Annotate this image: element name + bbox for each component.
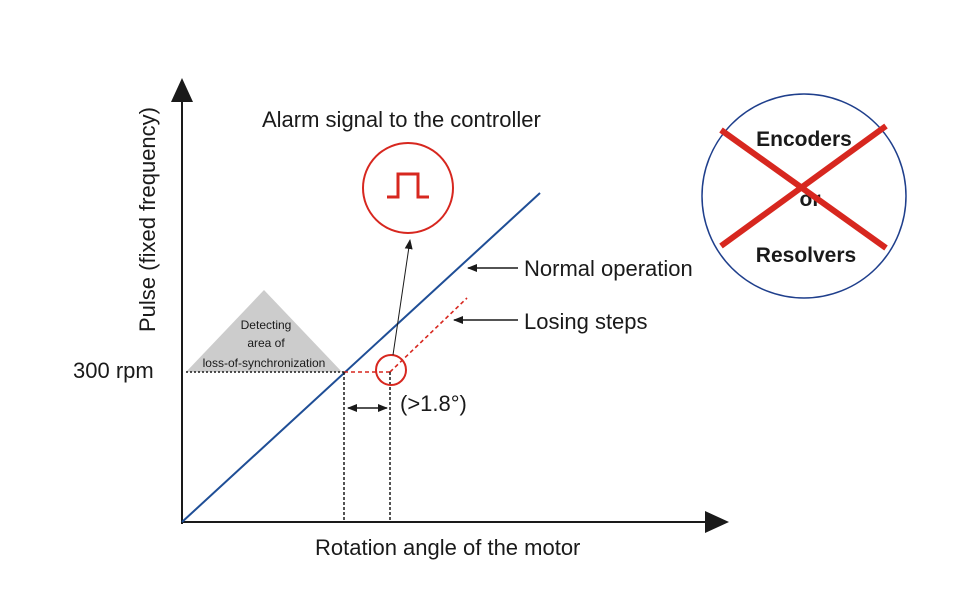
normal-operation-label: Normal operation bbox=[524, 256, 693, 281]
detecting-label-line1: Detecting bbox=[241, 318, 292, 332]
angle-label: (>1.8°) bbox=[400, 391, 467, 416]
normal-operation-line bbox=[181, 192, 541, 523]
alarm-signal-circle bbox=[362, 142, 454, 234]
x-axis-label: Rotation angle of the motor bbox=[315, 535, 580, 560]
resolvers-label: Resolvers bbox=[756, 244, 856, 267]
y-axis-label: Pulse (fixed frequency) bbox=[135, 107, 160, 332]
losing-steps-line bbox=[389, 297, 468, 373]
detecting-label-line2: area of bbox=[247, 336, 285, 350]
y-axis-arrowhead bbox=[171, 78, 193, 102]
detecting-label-line3: loss-of-synchronization bbox=[203, 356, 326, 370]
rpm-label: 300 rpm bbox=[73, 358, 154, 383]
no-encoder-circle bbox=[701, 93, 907, 299]
pulse-signal-icon bbox=[387, 172, 429, 199]
detection-point-circle bbox=[375, 354, 407, 386]
x-axis-arrowhead bbox=[705, 511, 729, 533]
alarm-signal-label: Alarm signal to the controller bbox=[262, 107, 541, 132]
losing-steps-label: Losing steps bbox=[524, 309, 648, 334]
alarm-pointer-arrow bbox=[392, 239, 413, 356]
detecting-area-triangle bbox=[186, 290, 342, 372]
cross-line-2 bbox=[719, 123, 888, 249]
encoders-label: Encoders bbox=[756, 128, 852, 151]
